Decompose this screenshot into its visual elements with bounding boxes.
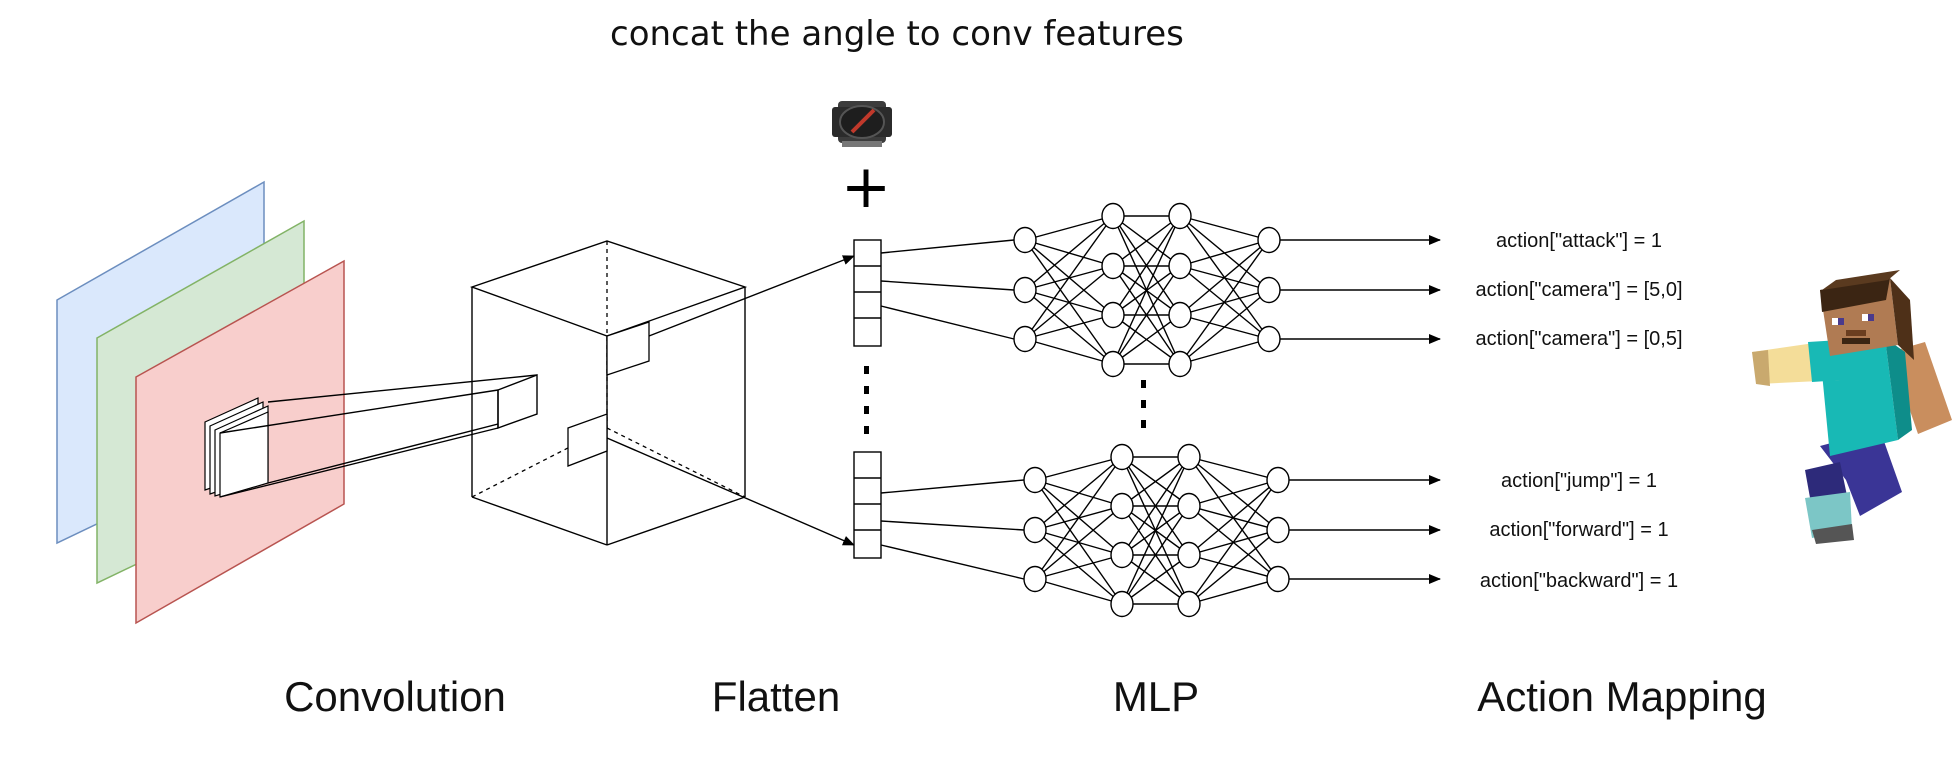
mlp-connection xyxy=(1034,456,1123,580)
diagram-title: concat the angle to conv features xyxy=(610,14,1184,54)
feature-cube xyxy=(469,240,855,546)
flatten-vector-top xyxy=(853,239,882,347)
mlp-connections xyxy=(880,215,1441,365)
mlp-connection xyxy=(1179,239,1270,316)
mlp-connection xyxy=(1024,215,1114,291)
plus-sign: + xyxy=(841,152,891,222)
mlp-network-top xyxy=(880,202,1441,378)
mlp-connection xyxy=(1024,314,1114,340)
stage-label-convolution: Convolution xyxy=(284,673,506,720)
mlp-neuron xyxy=(1177,492,1201,520)
mlp-connections xyxy=(880,456,1441,605)
mlp-connection xyxy=(1034,456,1123,481)
mlp-neuron xyxy=(1023,466,1047,494)
mlp-neuron xyxy=(1101,301,1125,329)
mlp-ellipsis xyxy=(1141,380,1146,428)
mlp-connection xyxy=(1034,456,1123,531)
flatten-to-mlp-line xyxy=(880,479,1025,494)
mlp-connection xyxy=(1121,456,1190,556)
mlp-connection xyxy=(1188,529,1279,605)
mlp-neuron xyxy=(1023,565,1047,593)
mlp-neuron xyxy=(1110,541,1134,569)
compass-icon xyxy=(832,101,892,147)
mlp-connection xyxy=(1112,265,1181,365)
mlp-neuron xyxy=(1257,226,1281,254)
mlp-network-bottom xyxy=(880,443,1441,618)
mlp-connection xyxy=(1188,456,1279,481)
mlp-neuron xyxy=(1023,516,1047,544)
action-label-attack: action["attack"] = 1 xyxy=(1496,230,1662,252)
mlp-neuron xyxy=(1266,565,1290,593)
mlp-connection xyxy=(1188,578,1279,605)
mlp-connection xyxy=(1112,215,1181,267)
action-label-forward: action["forward"] = 1 xyxy=(1489,519,1668,541)
mlp-neuron xyxy=(1168,202,1192,230)
flatten-to-mlp-line xyxy=(880,520,1025,531)
mlp-neurons xyxy=(1013,202,1281,378)
mlp-neuron xyxy=(1013,226,1037,254)
mlp-connection xyxy=(1024,338,1114,365)
mlp-connection xyxy=(1188,479,1279,556)
mlp-neuron xyxy=(1101,350,1125,378)
mlp-connection xyxy=(1188,479,1279,507)
mlp-neuron xyxy=(1110,590,1134,618)
conv-projection-lines xyxy=(219,373,538,498)
mlp-neuron xyxy=(1101,252,1125,280)
conv-kernel xyxy=(204,397,269,498)
minecraft-steve-icon xyxy=(1752,270,1952,544)
mlp-connection xyxy=(1034,554,1123,580)
mlp-neuron xyxy=(1013,325,1037,353)
mlp-connection xyxy=(1121,456,1190,507)
mlp-connection xyxy=(1179,289,1270,365)
mlp-connection xyxy=(1034,578,1123,605)
action-label-camera-pitch: action["camera"] = [5,0] xyxy=(1475,279,1682,301)
mlp-neuron xyxy=(1257,276,1281,304)
action-label-camera-yaw: action["camera"] = [0,5] xyxy=(1475,328,1682,350)
input-feature-maps xyxy=(56,180,345,625)
stage-label-flatten: Flatten xyxy=(712,673,840,720)
mlp-neuron xyxy=(1177,443,1201,471)
mlp-neuron xyxy=(1013,276,1037,304)
mlp-connection xyxy=(1112,215,1181,365)
flatten-ellipsis xyxy=(864,366,869,434)
mlp-connection xyxy=(1179,215,1270,241)
flatten-to-mlp-line xyxy=(880,239,1015,254)
mlp-connection xyxy=(1121,554,1190,605)
mlp-connection xyxy=(1112,215,1181,316)
flatten-to-mlp-line xyxy=(880,544,1025,580)
mlp-neuron xyxy=(1110,492,1134,520)
mlp-connection xyxy=(1179,239,1270,267)
flatten-vector-bottom xyxy=(853,451,882,559)
mlp-neuron xyxy=(1257,325,1281,353)
mlp-neuron xyxy=(1168,350,1192,378)
mlp-neuron xyxy=(1177,541,1201,569)
mlp-neuron xyxy=(1110,443,1134,471)
flatten-to-mlp-line xyxy=(880,280,1015,291)
mlp-connection xyxy=(1024,215,1114,241)
mlp-neurons xyxy=(1023,443,1290,618)
mlp-connection xyxy=(1188,479,1279,605)
mlp-neuron xyxy=(1101,202,1125,230)
mlp-neuron xyxy=(1168,252,1192,280)
stage-label-mlp: MLP xyxy=(1113,673,1199,720)
mlp-neuron xyxy=(1266,516,1290,544)
mlp-neuron xyxy=(1168,301,1192,329)
mlp-connection xyxy=(1121,456,1190,605)
mlp-connection xyxy=(1034,505,1123,580)
stage-label-action-mapping: Action Mapping xyxy=(1477,673,1767,720)
action-label-jump: action["jump"] = 1 xyxy=(1501,470,1657,492)
flatten-to-mlp-line xyxy=(880,305,1015,340)
mlp-connection xyxy=(1179,338,1270,365)
mlp-connection xyxy=(1024,215,1114,340)
mlp-neuron xyxy=(1177,590,1201,618)
mlp-connection xyxy=(1121,505,1190,605)
mlp-connection xyxy=(1024,265,1114,340)
action-label-backward: action["backward"] = 1 xyxy=(1480,570,1678,592)
mlp-neuron xyxy=(1266,466,1290,494)
mlp-connection xyxy=(1179,239,1270,365)
mlp-connection xyxy=(1112,314,1181,365)
